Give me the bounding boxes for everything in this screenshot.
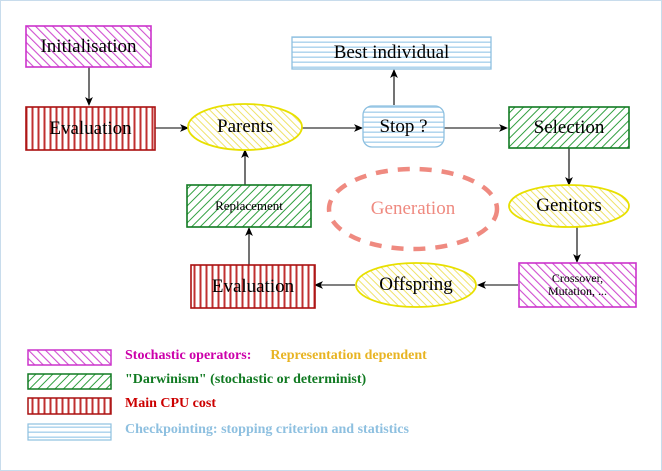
node-evaluation-top[interactable] <box>25 106 156 151</box>
legend-label-representation-dependent: Representation dependent <box>270 348 427 363</box>
legend-swatch-main-cpu-cost <box>27 397 112 415</box>
node-best-individual[interactable] <box>291 36 492 70</box>
node-selection[interactable] <box>508 106 630 149</box>
legend-swatch-darwinism <box>27 373 112 390</box>
node-generation-label: Generation <box>370 198 456 219</box>
legend-label-stochastic-operators: Stochastic operators: <box>125 348 252 363</box>
legend-item-main-cpu-cost: Main CPU cost <box>125 396 216 411</box>
legend-item-stochastic-operators: Stochastic operators: Representation dep… <box>125 348 427 364</box>
legend-swatch-stochastic-operators <box>27 349 112 366</box>
node-parents[interactable] <box>187 103 303 151</box>
node-replacement[interactable] <box>186 184 312 228</box>
node-initialisation[interactable] <box>25 25 152 68</box>
node-generation-boundary <box>326 166 500 252</box>
legend-item-darwinism: "Darwinism" (stochastic or determinist) <box>125 372 367 387</box>
node-stop[interactable] <box>362 105 445 148</box>
node-evaluation-bottom[interactable] <box>190 264 316 309</box>
legend-item-checkpointing: Checkpointing: stopping criterion and st… <box>125 422 409 437</box>
node-genitors[interactable] <box>508 184 630 228</box>
node-crossover-mutation[interactable] <box>518 262 637 308</box>
node-offspring[interactable] <box>355 262 477 308</box>
legend-swatch-checkpointing <box>27 423 112 441</box>
